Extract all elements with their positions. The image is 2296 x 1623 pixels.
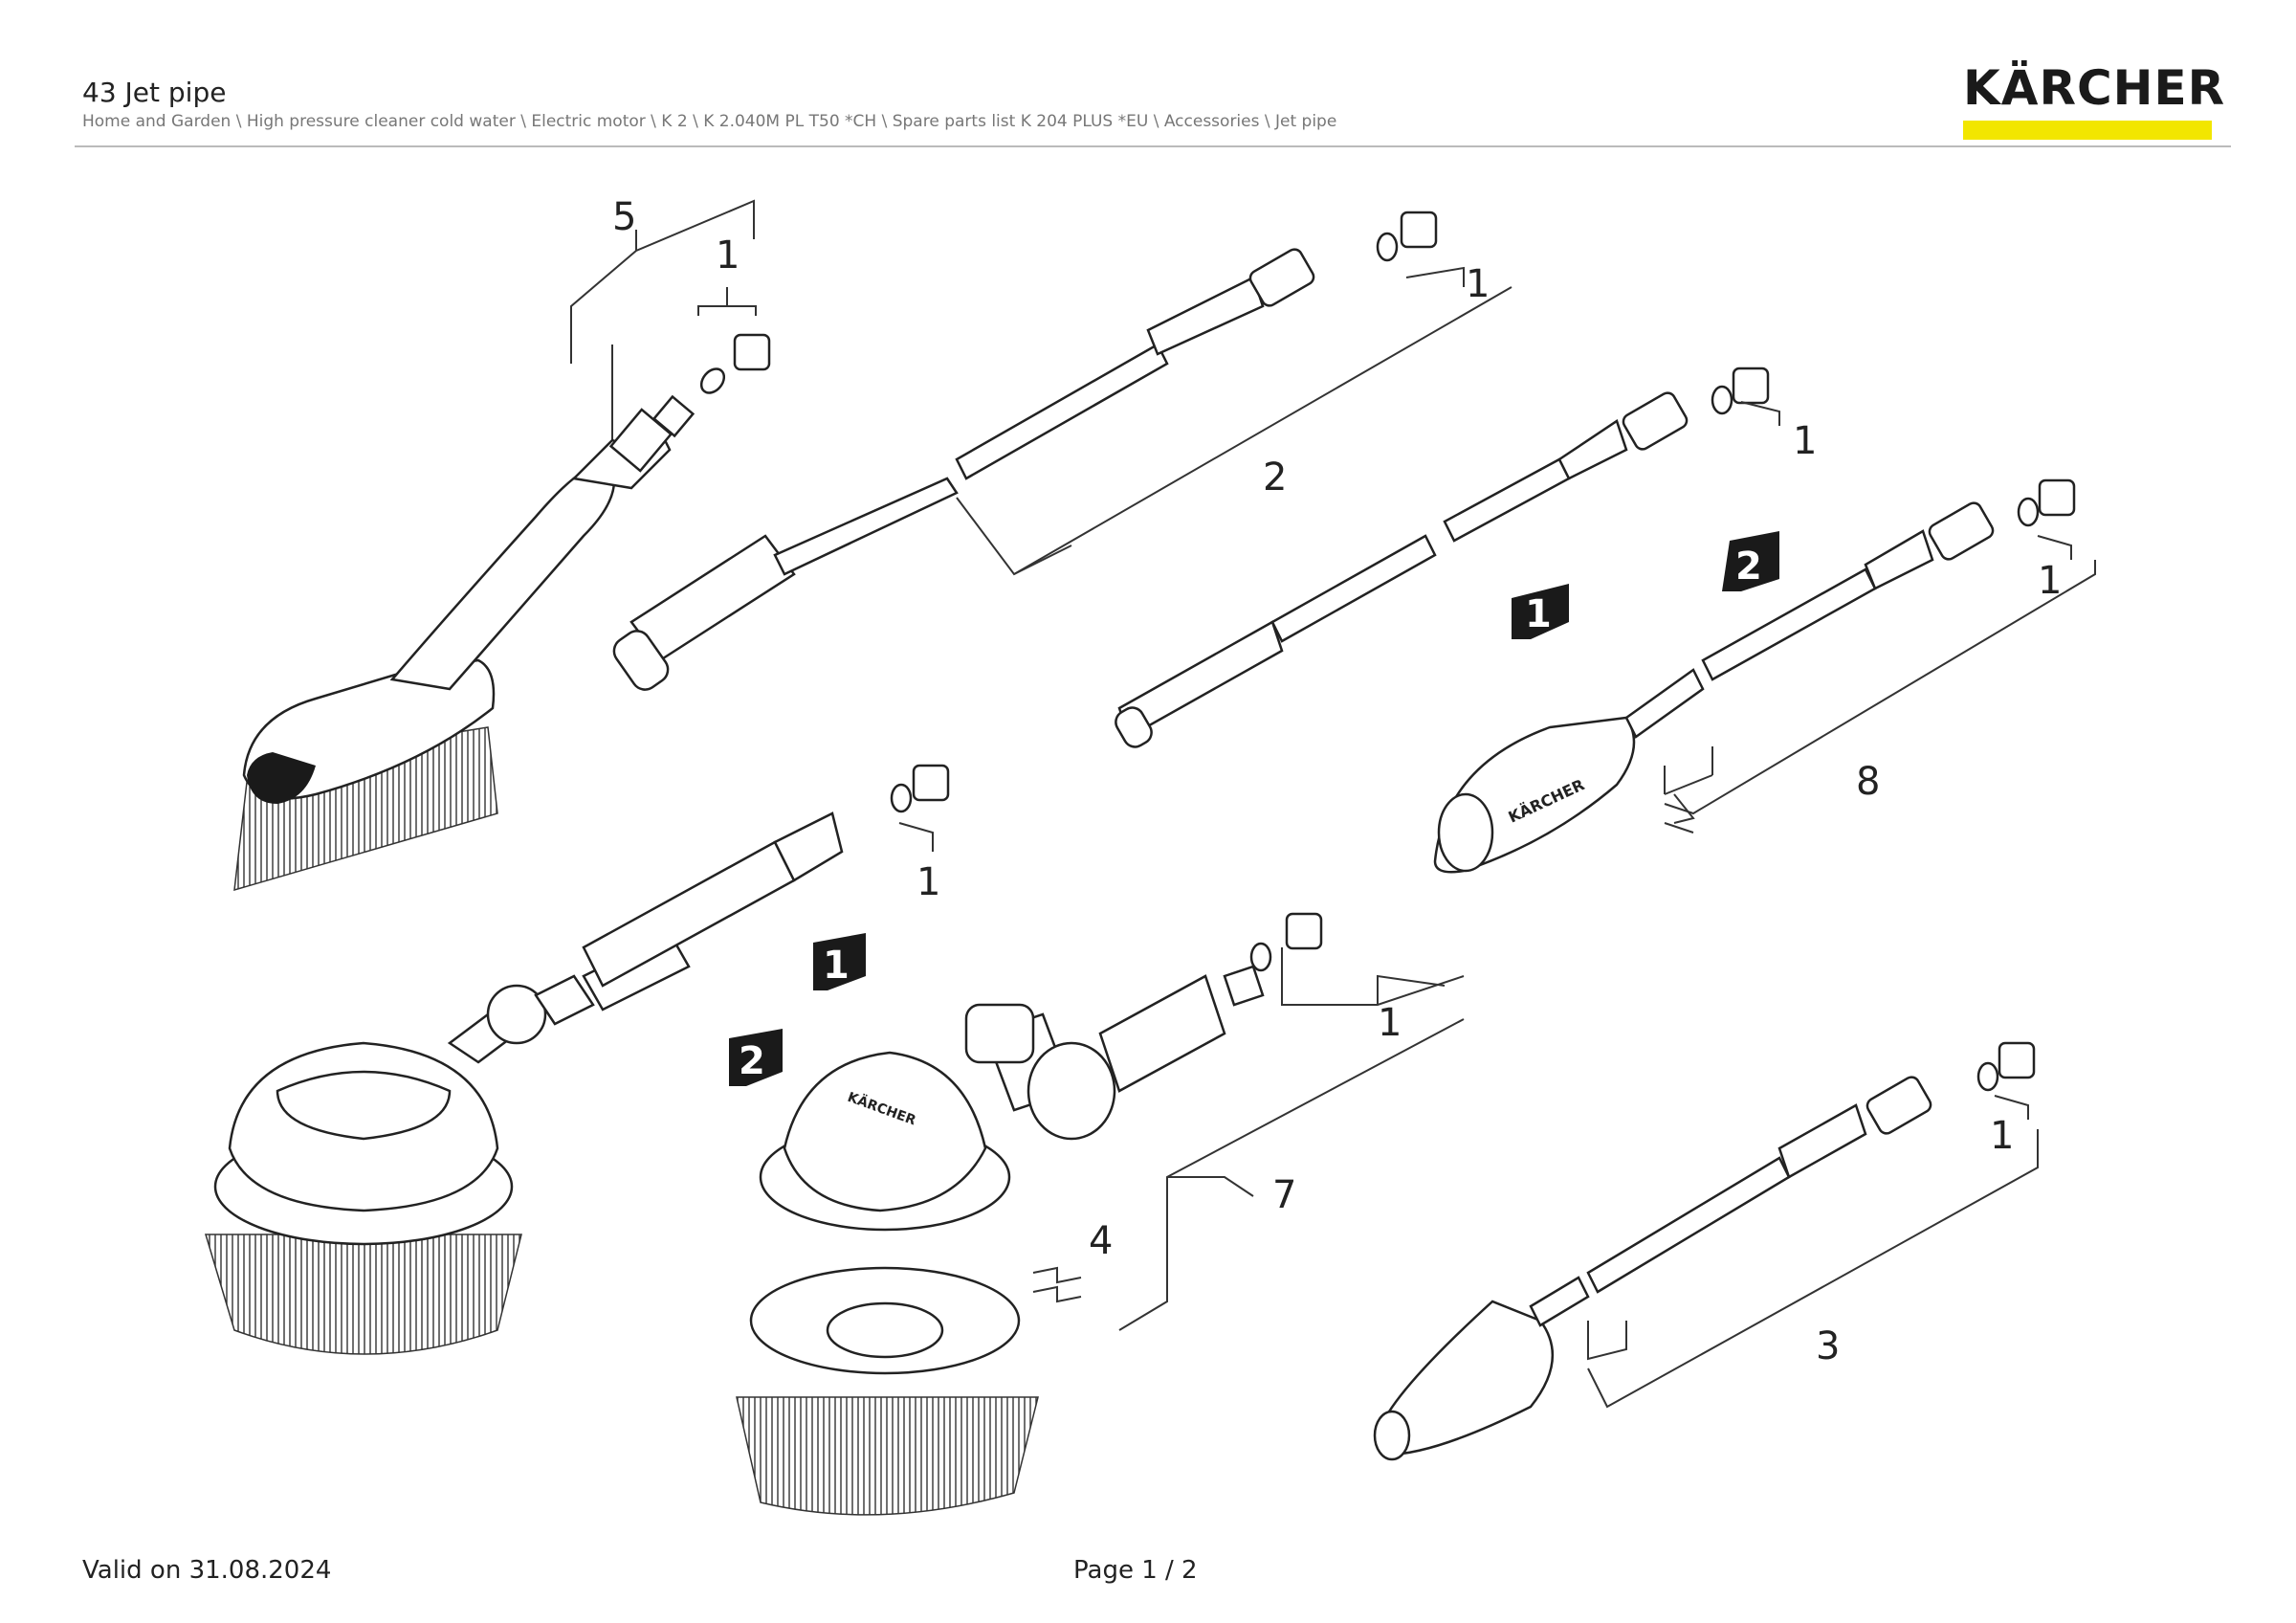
logo-wordmark: KÄRCHER xyxy=(1963,60,2226,116)
page-indicator: Page 1 / 2 xyxy=(1073,1556,1198,1585)
part-number-1-c: 1 xyxy=(1793,419,1817,463)
valid-date: Valid on 31.08.2024 xyxy=(82,1556,332,1585)
svg-text:1: 1 xyxy=(823,944,850,988)
part-number-1-b: 1 xyxy=(1466,262,1490,306)
header-divider xyxy=(75,145,2231,147)
part-number-7: 7 xyxy=(1272,1173,1296,1217)
part-number-5: 5 xyxy=(612,195,636,239)
part-number-1-d: 1 xyxy=(2038,559,2062,603)
jet-pipe-middle xyxy=(1115,367,1770,748)
part-8-jet-pipe-grip: KÄRCHER xyxy=(1433,478,2096,874)
part-number-2: 2 xyxy=(1263,456,1287,500)
part-number-1-f: 1 xyxy=(1990,1114,2014,1158)
part-3-rotary-nozzle-pipe xyxy=(1373,1041,2039,1461)
part-number-1-a: 1 xyxy=(716,233,740,278)
part-number-8: 8 xyxy=(1856,760,1880,804)
badge-1-a: 1 xyxy=(1512,584,1569,639)
svg-text:2: 2 xyxy=(739,1039,765,1083)
logo-yellow-bar xyxy=(1963,121,2212,140)
part-5-wash-brush xyxy=(233,199,771,892)
part-number-1-g: 1 xyxy=(1378,1001,1402,1045)
part-number-4: 4 xyxy=(1089,1219,1113,1263)
karcher-logo: KÄRCHER xyxy=(1963,59,2226,140)
badge-1-b: 1 xyxy=(813,933,866,990)
part-number-1-e: 1 xyxy=(916,860,940,904)
part-7-rotating-brush-head: KÄRCHER xyxy=(736,912,1465,1516)
breadcrumb: Home and Garden \ High pressure cleaner … xyxy=(82,112,1337,131)
svg-text:2: 2 xyxy=(1735,545,1762,589)
part-number-3: 3 xyxy=(1816,1324,1840,1368)
rotating-wash-brush xyxy=(204,764,950,1355)
svg-text:1: 1 xyxy=(1525,592,1552,636)
page-title: 43 Jet pipe xyxy=(82,77,227,108)
part-2-extension-pipe xyxy=(612,211,1512,691)
badge-2-a: 2 xyxy=(1722,531,1779,591)
badge-2-b: 2 xyxy=(729,1029,783,1086)
